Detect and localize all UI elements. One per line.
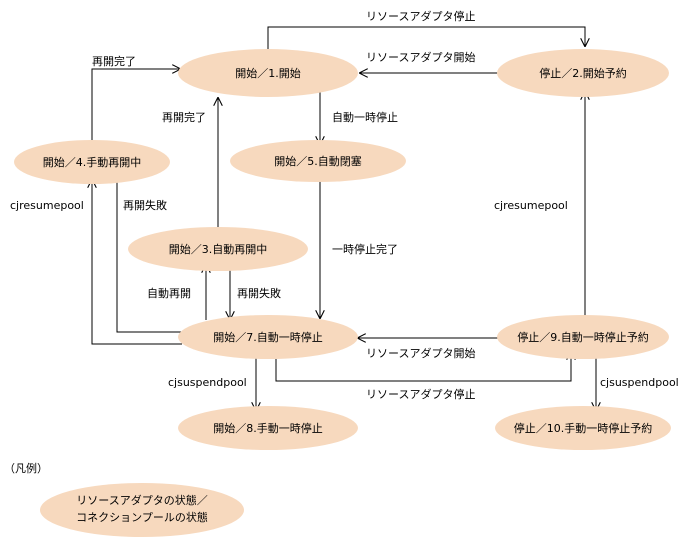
label-resume-fail-1: 再開失敗 bbox=[123, 198, 167, 212]
legend-line-2: コネクションプールの状態 bbox=[76, 510, 208, 524]
label-pause-done: 一時停止完了 bbox=[332, 242, 398, 256]
state-s4-label: 開始／4.手動再開中 bbox=[43, 155, 142, 169]
legend-title: （凡例） bbox=[4, 461, 48, 475]
label-ra-start-top: リソースアダプタ開始 bbox=[366, 50, 475, 64]
label-resume-fail-2: 再開失敗 bbox=[237, 286, 281, 300]
label-auto-resume: 自動再開 bbox=[147, 286, 191, 300]
label-cjsuspendpool-right: cjsuspendpool bbox=[600, 376, 679, 389]
state-s4: 開始／4.手動再開中 bbox=[14, 140, 170, 184]
label-ra-stop-top: リソースアダプタ停止 bbox=[366, 9, 475, 23]
state-s8: 開始／8.手動一時停止 bbox=[178, 406, 358, 450]
state-s2: 停止／2.開始予約 bbox=[497, 49, 669, 97]
state-s10-label: 停止／10.手動一時停止予約 bbox=[514, 421, 653, 435]
label-cjsuspendpool-left: cjsuspendpool bbox=[168, 376, 247, 389]
state-s5: 開始／5.自動閉塞 bbox=[230, 140, 406, 182]
state-s1-label: 開始／1.開始 bbox=[235, 66, 301, 80]
label-resume-done-2: 再開完了 bbox=[162, 110, 206, 124]
state-s8-label: 開始／8.手動一時停止 bbox=[213, 421, 323, 435]
edge-s4-to-s1 bbox=[91, 69, 180, 146]
state-s3-label: 開始／3.自動再開中 bbox=[169, 242, 268, 256]
state-s9: 停止／9.自動一時停止予約 bbox=[497, 315, 669, 359]
legend-line-1: リソースアダプタの状態／ bbox=[76, 493, 207, 507]
state-s10: 停止／10.手動一時停止予約 bbox=[495, 406, 671, 450]
label-ra-stop-mid: リソースアダプタ停止 bbox=[366, 387, 475, 401]
legend-node: リソースアダプタの状態／ コネクションプールの状態 bbox=[40, 483, 244, 537]
state-s1: 開始／1.開始 bbox=[178, 49, 358, 97]
state-s7: 開始／7.自動一時停止 bbox=[178, 315, 358, 359]
edge-s4-to-s7 bbox=[116, 178, 198, 332]
edge-s7-to-s4 bbox=[92, 180, 182, 345]
label-ra-start-mid: リソースアダプタ開始 bbox=[366, 346, 475, 360]
edge-s1-to-s2-top bbox=[267, 26, 585, 50]
state-s3: 開始／3.自動再開中 bbox=[128, 227, 308, 271]
label-cjresumepool-left: cjresumepool bbox=[10, 199, 84, 212]
label-resume-done-1: 再開完了 bbox=[92, 54, 136, 68]
state-s7-label: 開始／7.自動一時停止 bbox=[213, 330, 323, 344]
state-s2-label: 停止／2.開始予約 bbox=[539, 66, 627, 80]
label-auto-pause: 自動一時停止 bbox=[332, 110, 398, 124]
label-cjresumepool-right: cjresumepool bbox=[494, 199, 568, 212]
state-s5-label: 開始／5.自動閉塞 bbox=[274, 154, 362, 168]
state-s9-label: 停止／9.自動一時停止予約 bbox=[517, 330, 649, 344]
edge-s7-to-s9 bbox=[275, 352, 571, 382]
